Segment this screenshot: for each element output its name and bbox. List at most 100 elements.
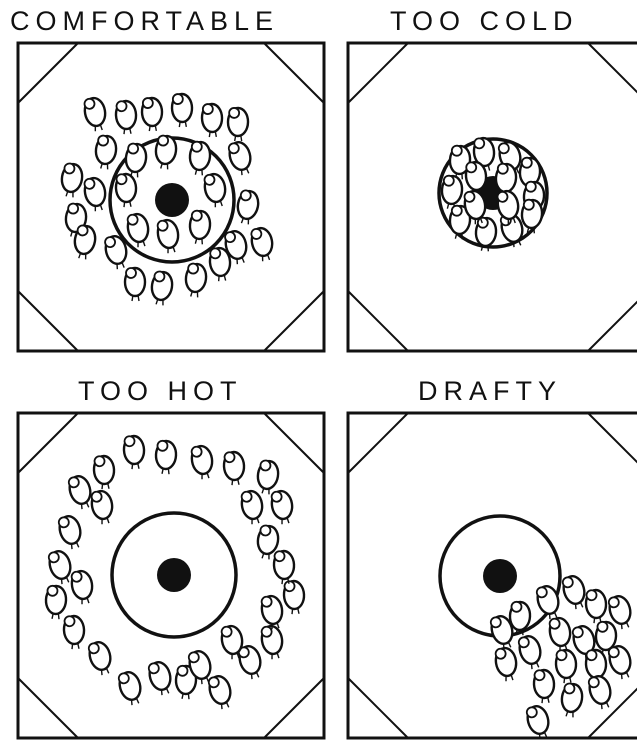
chick-leg bbox=[149, 125, 150, 131]
chick-icon bbox=[94, 135, 118, 170]
chick-icon bbox=[156, 219, 181, 255]
drafty-heat-lamp bbox=[483, 559, 517, 593]
corner-board bbox=[348, 413, 408, 473]
chick-leg bbox=[143, 240, 145, 246]
chick-head bbox=[464, 191, 476, 203]
chick-icon bbox=[67, 474, 95, 511]
chick-icon bbox=[57, 514, 85, 551]
chick-icon bbox=[548, 617, 573, 653]
chick-leg bbox=[137, 241, 139, 247]
chick-icon bbox=[525, 704, 553, 741]
chick-leg bbox=[282, 578, 283, 584]
chick-head bbox=[221, 626, 232, 637]
chick-icon bbox=[283, 580, 305, 614]
chick-icon bbox=[155, 440, 177, 474]
chick-head bbox=[451, 205, 462, 216]
chick-icon bbox=[83, 176, 108, 212]
chick-leg bbox=[241, 135, 242, 141]
chick-leg bbox=[533, 227, 535, 233]
chick-head bbox=[261, 596, 272, 607]
chick-head bbox=[68, 203, 79, 214]
corner-board bbox=[264, 43, 324, 103]
chick-head bbox=[271, 491, 282, 502]
chick-leg bbox=[72, 643, 73, 649]
chick-icon bbox=[533, 669, 555, 703]
chick-icon bbox=[63, 615, 85, 649]
chick-head bbox=[274, 551, 285, 562]
chick-leg bbox=[107, 163, 109, 169]
comfortable-heat-lamp bbox=[155, 183, 189, 217]
chick-leg bbox=[209, 131, 210, 137]
chick-icon bbox=[188, 141, 211, 176]
chick-leg bbox=[58, 613, 59, 619]
chick-leg bbox=[572, 711, 574, 717]
chick-head bbox=[84, 178, 96, 190]
chick-icon bbox=[207, 674, 235, 711]
chick-leg bbox=[107, 517, 109, 523]
chick-leg bbox=[137, 171, 139, 177]
chick-leg bbox=[218, 275, 220, 281]
chick-head bbox=[466, 162, 477, 173]
chick-icon bbox=[115, 173, 137, 207]
chick-head bbox=[191, 446, 202, 457]
chick-leg bbox=[564, 677, 565, 683]
chick-icon bbox=[585, 589, 607, 623]
chick-head bbox=[116, 174, 127, 185]
chick-leg bbox=[277, 652, 279, 658]
chick-icon bbox=[83, 96, 108, 132]
chick-head bbox=[260, 525, 271, 536]
chick-leg bbox=[197, 291, 199, 297]
chick-leg bbox=[72, 191, 74, 197]
chick-head bbox=[126, 268, 136, 278]
chick-leg bbox=[102, 483, 103, 489]
chick-head bbox=[47, 586, 58, 597]
chick-leg bbox=[257, 517, 259, 523]
chick-head bbox=[157, 220, 168, 231]
chick-head bbox=[191, 210, 202, 221]
corner-board bbox=[264, 678, 324, 738]
chick-leg bbox=[179, 121, 180, 127]
corner-board bbox=[348, 291, 408, 351]
chick-head bbox=[250, 228, 262, 240]
chick-leg bbox=[132, 295, 133, 301]
chick-head bbox=[497, 191, 509, 203]
chick-leg bbox=[201, 238, 203, 244]
chick-head bbox=[116, 101, 127, 112]
chick-head bbox=[451, 145, 462, 156]
chick-leg bbox=[124, 201, 125, 207]
chick-icon bbox=[124, 143, 148, 178]
chick-head bbox=[203, 104, 213, 114]
chick-leg bbox=[162, 299, 164, 305]
chick-leg bbox=[168, 468, 169, 474]
chick-head bbox=[261, 626, 272, 637]
chick-icon bbox=[184, 263, 208, 298]
chick-head bbox=[98, 135, 109, 146]
chick-icon bbox=[273, 550, 295, 584]
chick-head bbox=[474, 138, 485, 149]
chick-head bbox=[188, 263, 199, 274]
chick-icon bbox=[147, 660, 175, 697]
chick-head bbox=[84, 98, 96, 110]
chick-leg bbox=[101, 518, 103, 524]
chick-head bbox=[241, 491, 252, 502]
corner-board bbox=[588, 43, 637, 103]
chick-icon bbox=[202, 104, 223, 137]
chick-icon bbox=[587, 674, 615, 711]
chick-icon bbox=[250, 226, 276, 262]
chick-leg bbox=[124, 128, 125, 134]
chick-head bbox=[210, 248, 221, 259]
chick-icon bbox=[240, 490, 265, 526]
chick-leg bbox=[511, 674, 513, 680]
chick-icon bbox=[115, 100, 137, 134]
chick-leg bbox=[132, 463, 133, 469]
chick-head bbox=[64, 163, 75, 174]
chick-leg bbox=[231, 653, 233, 659]
chick-head bbox=[77, 225, 89, 237]
chick-leg bbox=[271, 623, 273, 629]
chick-icon bbox=[440, 175, 463, 210]
chick-head bbox=[525, 181, 536, 192]
chick-head bbox=[143, 98, 153, 108]
chick-head bbox=[173, 94, 183, 104]
chick-icon bbox=[223, 451, 245, 485]
